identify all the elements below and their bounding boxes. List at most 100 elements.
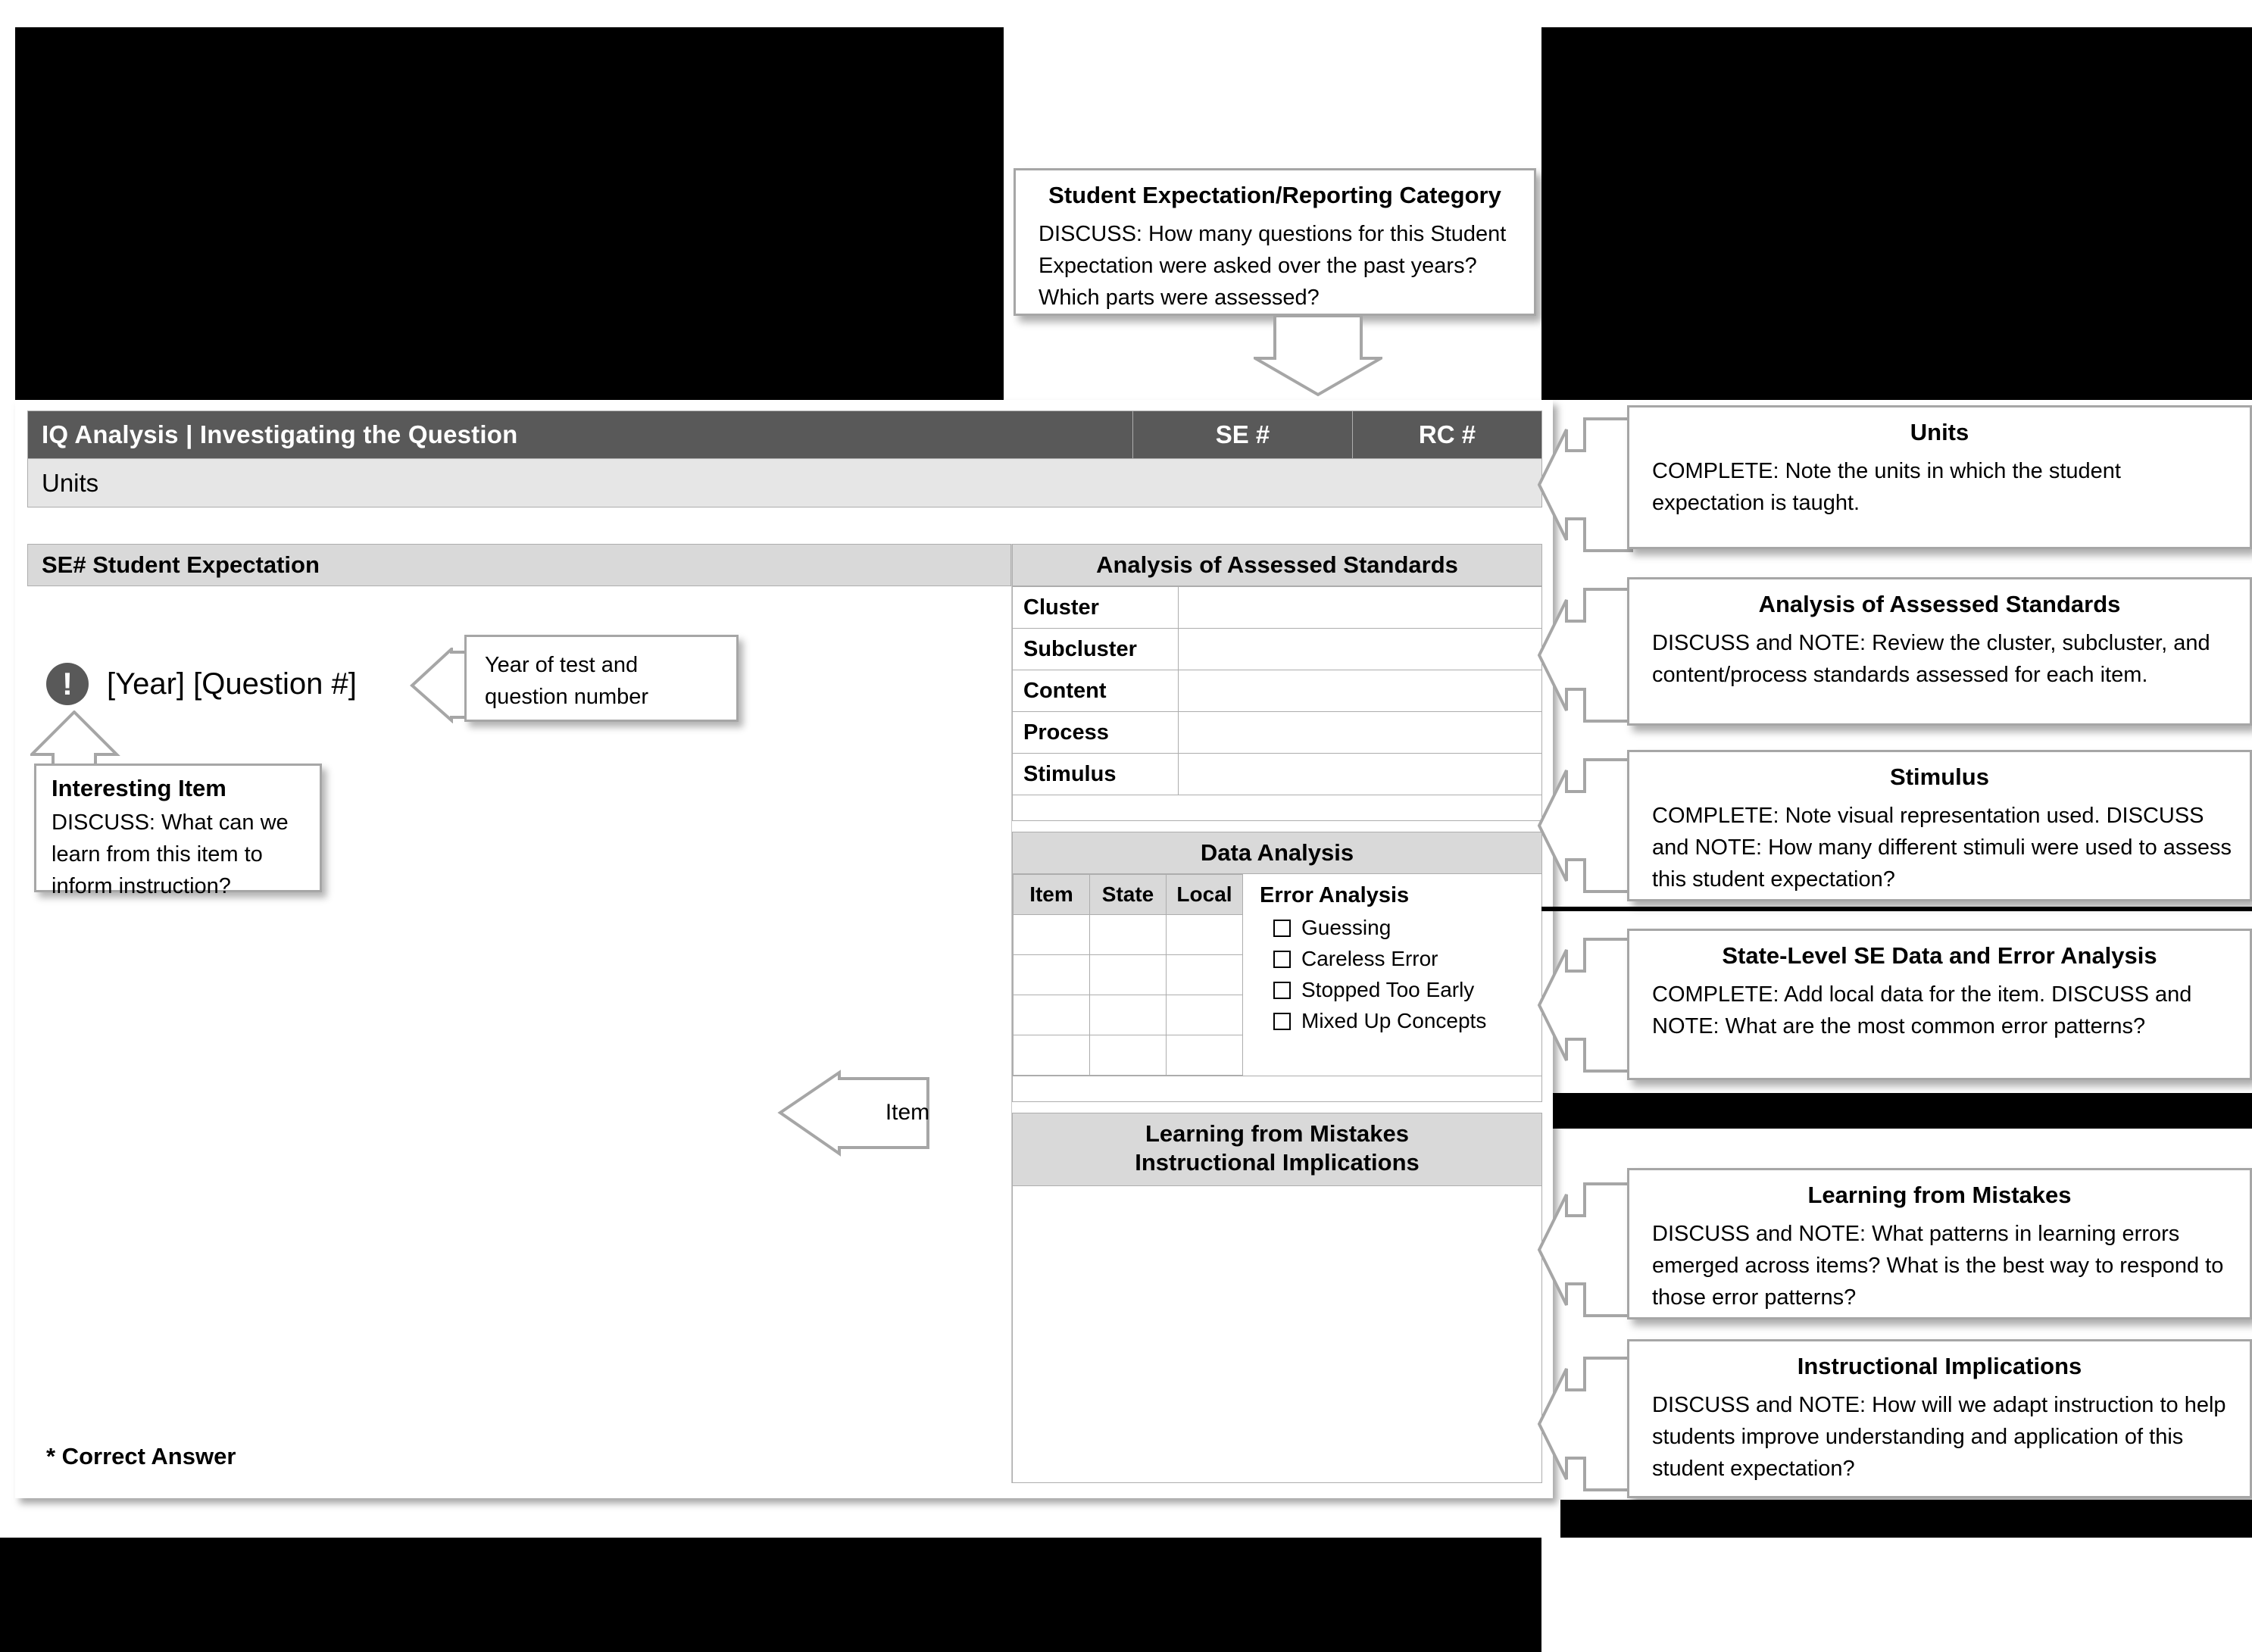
cell-local[interactable]	[1166, 914, 1243, 955]
standards-value-process[interactable]	[1178, 711, 1542, 754]
standards-section-header: Analysis of Assessed Standards	[1012, 544, 1542, 586]
learning-notes-area[interactable]	[1012, 1185, 1542, 1483]
right-column: Analysis of Assessed Standards Cluster S…	[1012, 544, 1542, 1483]
item-label-group: ! [Year] [Question #]	[46, 663, 357, 705]
item-canvas[interactable]: ! [Year] [Question #] * Correct Answer	[27, 586, 1011, 1483]
callout-body: DISCUSS and NOTE: How will we adapt inst…	[1652, 1393, 2226, 1482]
callout-instructional-implications: Instructional Implications DISCUSS and N…	[1627, 1339, 2252, 1498]
callout-title: Units	[1910, 419, 1969, 445]
error-option-mixed-up-concepts[interactable]: Mixed Up Concepts	[1273, 1009, 1541, 1033]
cell-item[interactable]	[1013, 914, 1090, 955]
callout-title: Stimulus	[1890, 764, 1989, 790]
error-option-label: Guessing	[1301, 916, 1391, 939]
note-interesting-item: Interesting Item DISCUSS: What can we le…	[34, 764, 322, 898]
data-analysis-body: Item State Local	[1012, 874, 1542, 1076]
error-option-label: Mixed Up Concepts	[1301, 1009, 1487, 1032]
exclamation-icon: !	[46, 663, 89, 705]
standards-value-cluster[interactable]	[1178, 586, 1542, 629]
units-row[interactable]: Units	[27, 459, 1542, 507]
col-header-item: Item	[1013, 874, 1090, 915]
standards-label-content: Content	[1012, 670, 1179, 712]
iq-analysis-document: IQ Analysis | Investigating the Question…	[15, 400, 1553, 1498]
callout-title: Analysis of Assessed Standards	[1758, 591, 2121, 617]
error-option-label: Stopped Too Early	[1301, 978, 1475, 1001]
paper-plate-document-surround	[0, 1498, 1560, 1538]
error-option-guessing[interactable]: Guessing	[1273, 916, 1541, 940]
standards-value-content[interactable]	[1178, 670, 1542, 712]
callout-body: COMPLETE: Note visual representation use…	[1652, 804, 2232, 892]
table-row	[1013, 914, 1243, 955]
callout-title: Student Expectation/Reporting Category	[1048, 182, 1501, 208]
standards-value-subcluster[interactable]	[1178, 628, 1542, 670]
error-analysis-title: Error Analysis	[1260, 883, 1410, 907]
cell-state[interactable]	[1089, 995, 1167, 1035]
table-row	[1013, 995, 1243, 1035]
error-option-careless-error[interactable]: Careless Error	[1273, 947, 1541, 971]
standards-label-cluster: Cluster	[1012, 586, 1179, 629]
header-rc-cell[interactable]: RC #	[1352, 411, 1541, 458]
cell-state[interactable]	[1089, 1035, 1167, 1076]
cell-item[interactable]	[1013, 954, 1090, 995]
table-row: Stimulus	[1012, 753, 1542, 795]
callout-learning-from-mistakes: Learning from Mistakes DISCUSS and NOTE:…	[1627, 1168, 2252, 1319]
callout-body: DISCUSS and NOTE: What patterns in learn…	[1652, 1222, 2224, 1310]
separator-rule	[1541, 907, 2252, 911]
cell-item[interactable]	[1013, 1035, 1090, 1076]
item-arrow-label: Item	[885, 1100, 930, 1125]
assessed-standards-table: Cluster Subcluster Content Process	[1012, 586, 1542, 795]
table-row: Process	[1012, 711, 1542, 754]
checkbox-icon[interactable]	[1273, 981, 1291, 999]
document-columns: SE# Student Expectation ! [Year] [Questi…	[27, 544, 1542, 1483]
callout-body: COMPLETE: Note the units in which the st…	[1652, 459, 2121, 516]
cell-local[interactable]	[1166, 1035, 1243, 1076]
correct-answer-note: * Correct Answer	[46, 1443, 236, 1469]
learning-title-line2: Instructional Implications	[1135, 1149, 1420, 1176]
cell-item[interactable]	[1013, 995, 1090, 1035]
checkbox-icon[interactable]	[1273, 1012, 1291, 1030]
document-header-bar: IQ Analysis | Investigating the Question…	[27, 411, 1542, 459]
standards-label-subcluster: Subcluster	[1012, 628, 1179, 670]
checkbox-icon[interactable]	[1273, 950, 1291, 968]
table-header-row: Item State Local	[1013, 874, 1243, 915]
paper-plate-left-margin	[0, 27, 15, 1535]
note-year-question: Year of test and question number	[464, 635, 739, 722]
learning-section-header: Learning from Mistakes Instructional Imp…	[1012, 1113, 1542, 1186]
cell-local[interactable]	[1166, 954, 1243, 995]
callout-analysis-of-assessed-standards: Analysis of Assessed Standards DISCUSS a…	[1627, 577, 2252, 726]
callout-body: DISCUSS and NOTE: Review the cluster, su…	[1652, 631, 2210, 688]
callout-title: State-Level SE Data and Error Analysis	[1722, 942, 2157, 969]
standards-value-stimulus[interactable]	[1178, 753, 1542, 795]
error-option-label: Careless Error	[1301, 947, 1438, 970]
learning-title-line1: Learning from Mistakes	[1145, 1120, 1409, 1147]
error-analysis-box: Error Analysis Guessing Careless Error S…	[1243, 874, 1541, 1076]
data-analysis-spacer-row	[1012, 1076, 1542, 1102]
callout-student-expectation: Student Expectation/Reporting Category D…	[1014, 168, 1536, 316]
paper-plate-bottom-right	[1541, 1538, 2252, 1652]
table-row: Cluster	[1012, 586, 1542, 629]
callout-units: Units COMPLETE: Note the units in which …	[1627, 405, 2252, 549]
document-inner: IQ Analysis | Investigating the Question…	[27, 411, 1542, 1483]
callout-state-level-se-data: State-Level SE Data and Error Analysis C…	[1627, 929, 2252, 1080]
item-placeholder-text: [Year] [Question #]	[107, 667, 357, 701]
callout-stimulus: Stimulus COMPLETE: Note visual represent…	[1627, 750, 2252, 901]
cell-state[interactable]	[1089, 954, 1167, 995]
note-title: Interesting Item	[52, 775, 226, 801]
table-row: Content	[1012, 670, 1542, 712]
table-row	[1013, 954, 1243, 995]
table-row: Subcluster	[1012, 628, 1542, 670]
standards-label-stimulus: Stimulus	[1012, 753, 1179, 795]
col-header-local: Local	[1166, 874, 1243, 915]
checkbox-icon[interactable]	[1273, 919, 1291, 937]
header-se-cell[interactable]: SE #	[1132, 411, 1352, 458]
document-body: SE# Student Expectation ! [Year] [Questi…	[27, 544, 1542, 1483]
col-header-state: State	[1089, 874, 1167, 915]
callout-title: Learning from Mistakes	[1807, 1182, 2072, 1208]
cell-local[interactable]	[1166, 995, 1243, 1035]
left-column: SE# Student Expectation ! [Year] [Questi…	[27, 544, 1012, 1483]
cell-state[interactable]	[1089, 914, 1167, 955]
standards-spacer-row	[1012, 795, 1542, 821]
se-section-header: SE# Student Expectation	[27, 544, 1011, 586]
data-analysis-header: Data Analysis	[1012, 832, 1542, 874]
error-option-stopped-too-early[interactable]: Stopped Too Early	[1273, 978, 1541, 1002]
callout-body: COMPLETE: Add local data for the item. D…	[1652, 982, 2192, 1039]
